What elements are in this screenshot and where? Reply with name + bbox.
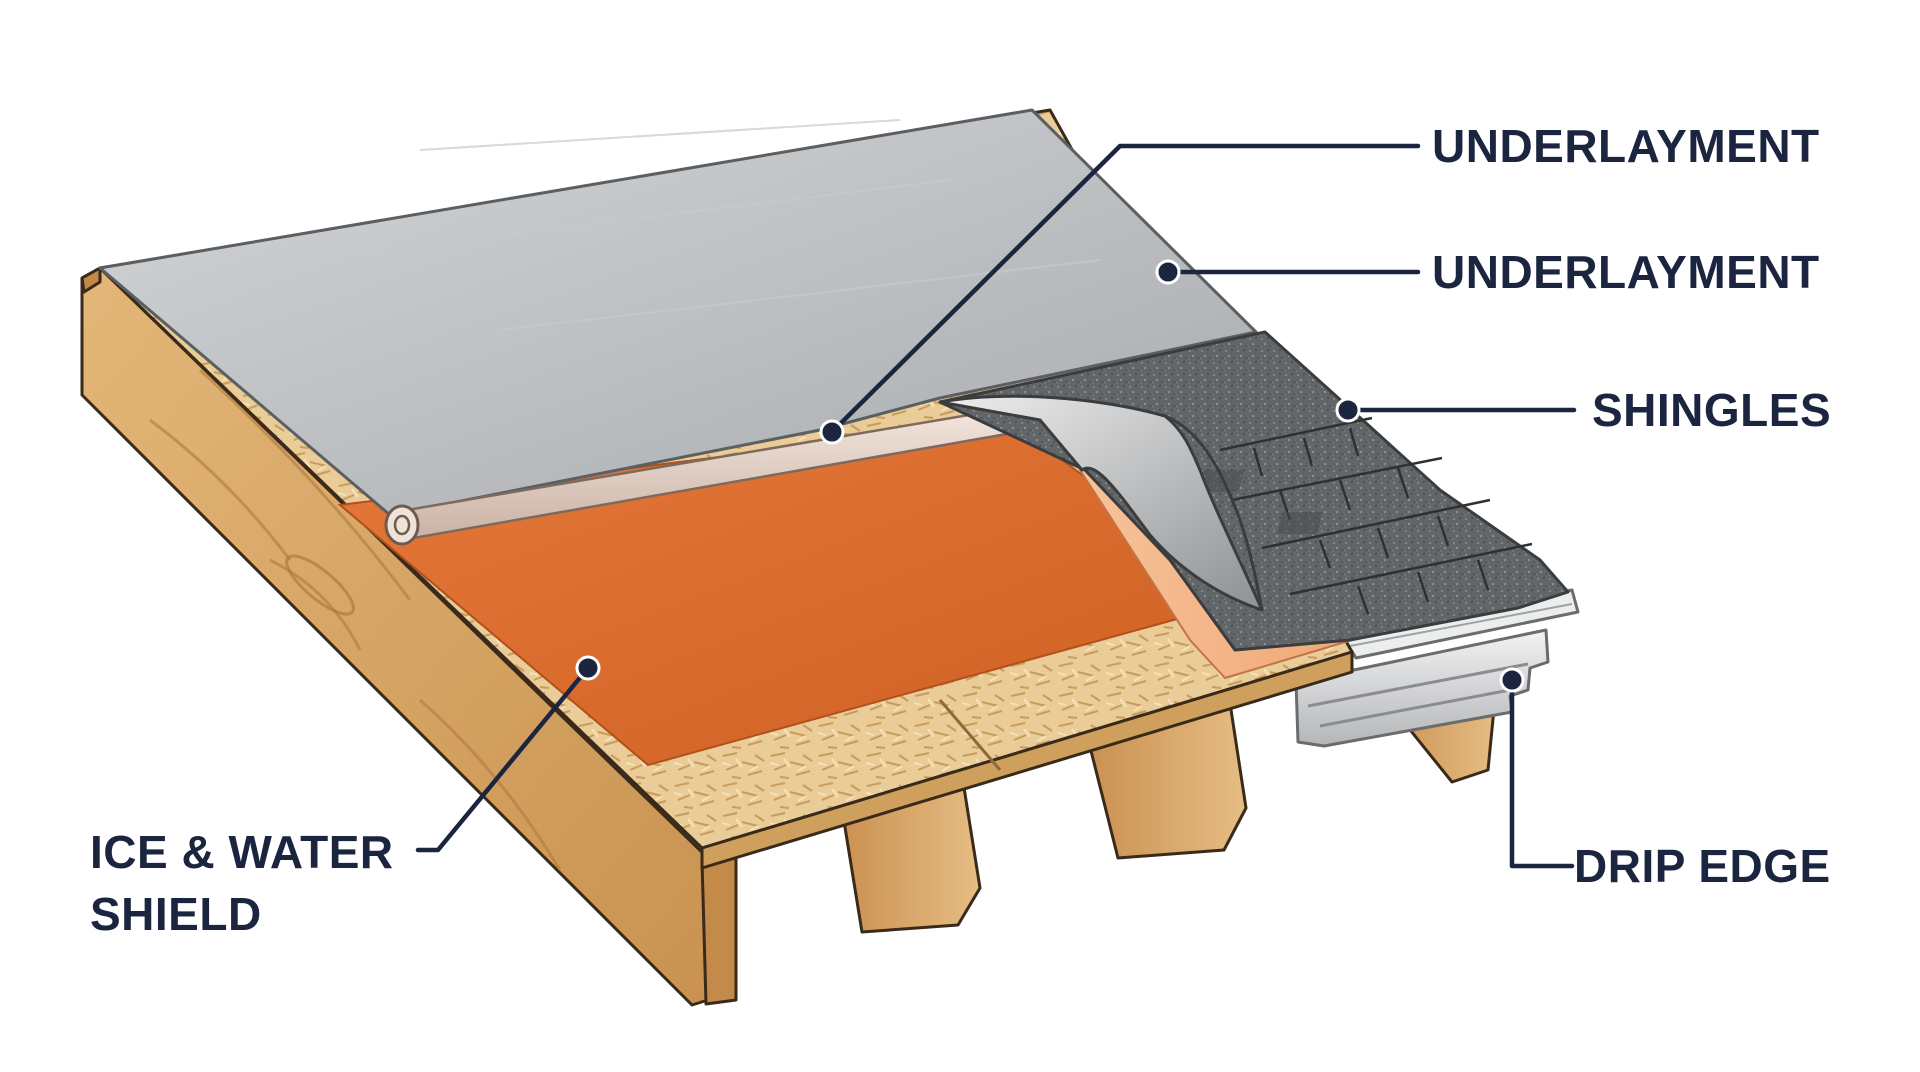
drip-edge-dot-icon bbox=[1501, 669, 1523, 691]
shingles-dot-icon bbox=[1337, 399, 1359, 421]
underlayment-sheet-dot-icon bbox=[1157, 261, 1179, 283]
underlayment-roll-dot-icon bbox=[821, 421, 843, 443]
underlayment-roll-label: UNDERLAYMENT bbox=[1432, 120, 1820, 172]
underlayment-sheet-label: UNDERLAYMENT bbox=[1432, 246, 1820, 298]
shingles-label: SHINGLES bbox=[1592, 384, 1831, 436]
drip-edge-label: DRIP EDGE bbox=[1574, 840, 1831, 892]
ice-water-shield-label-line2: SHIELD bbox=[90, 888, 262, 940]
ice-water-shield-dot-icon bbox=[577, 657, 599, 679]
ice-water-shield-label-line1: ICE & WATER bbox=[90, 826, 394, 878]
